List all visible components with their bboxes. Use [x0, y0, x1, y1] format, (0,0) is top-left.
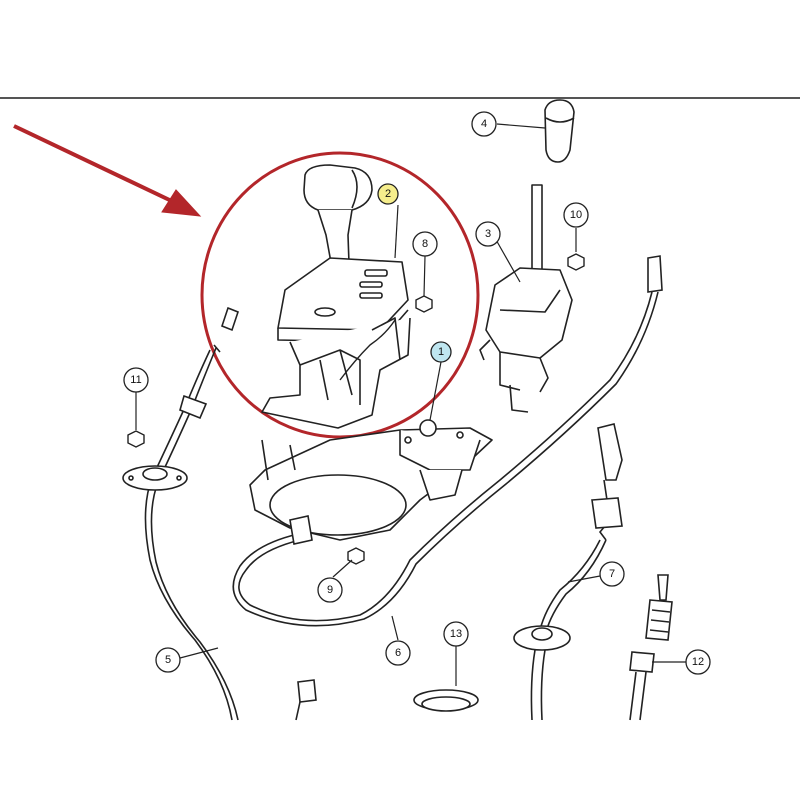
shifter-mechanism — [479, 184, 573, 413]
grommet-13 — [413, 689, 479, 712]
callout-4: 4 — [471, 111, 497, 137]
callout-12: 12 — [685, 649, 711, 675]
callout-2: 2 — [377, 183, 399, 205]
callout-11: 11 — [123, 367, 149, 393]
callout-8-label: 8 — [422, 238, 428, 250]
callout-12-label: 12 — [692, 656, 704, 668]
callout-13: 13 — [443, 621, 469, 647]
cable-7 — [513, 423, 623, 721]
shift-knob — [544, 99, 575, 163]
callout-1-label: 1 — [438, 346, 444, 358]
callout-3-label: 3 — [485, 228, 491, 240]
base-bracket — [249, 419, 493, 541]
red-arrow — [13, 124, 202, 217]
callout-5-label: 5 — [165, 654, 171, 666]
highlight-circle — [200, 151, 480, 439]
nut-8 — [415, 295, 433, 313]
nut-10 — [567, 253, 585, 271]
callout-5: 5 — [155, 647, 181, 673]
callout-10: 10 — [563, 202, 589, 228]
callout-9-label: 9 — [327, 584, 333, 596]
leader-lines — [135, 123, 686, 686]
callout-4-label: 4 — [481, 118, 487, 130]
callout-8: 8 — [412, 231, 438, 257]
shifter-assembly — [261, 164, 411, 429]
callout-13-label: 13 — [450, 628, 462, 640]
callout-10-label: 10 — [570, 209, 582, 221]
callout-7: 7 — [599, 561, 625, 587]
callout-1: 1 — [430, 341, 452, 363]
callout-3: 3 — [475, 221, 501, 247]
callout-6-label: 6 — [395, 647, 401, 659]
callout-7-label: 7 — [609, 568, 615, 580]
callout-2-label: 2 — [385, 188, 391, 200]
callout-6: 6 — [385, 640, 411, 666]
nut-11 — [127, 430, 145, 448]
connector-bottom — [295, 679, 317, 721]
callout-11-label: 11 — [130, 374, 141, 386]
callout-9: 9 — [317, 577, 343, 603]
rod-12 — [629, 574, 673, 721]
cable-6 — [232, 255, 663, 627]
